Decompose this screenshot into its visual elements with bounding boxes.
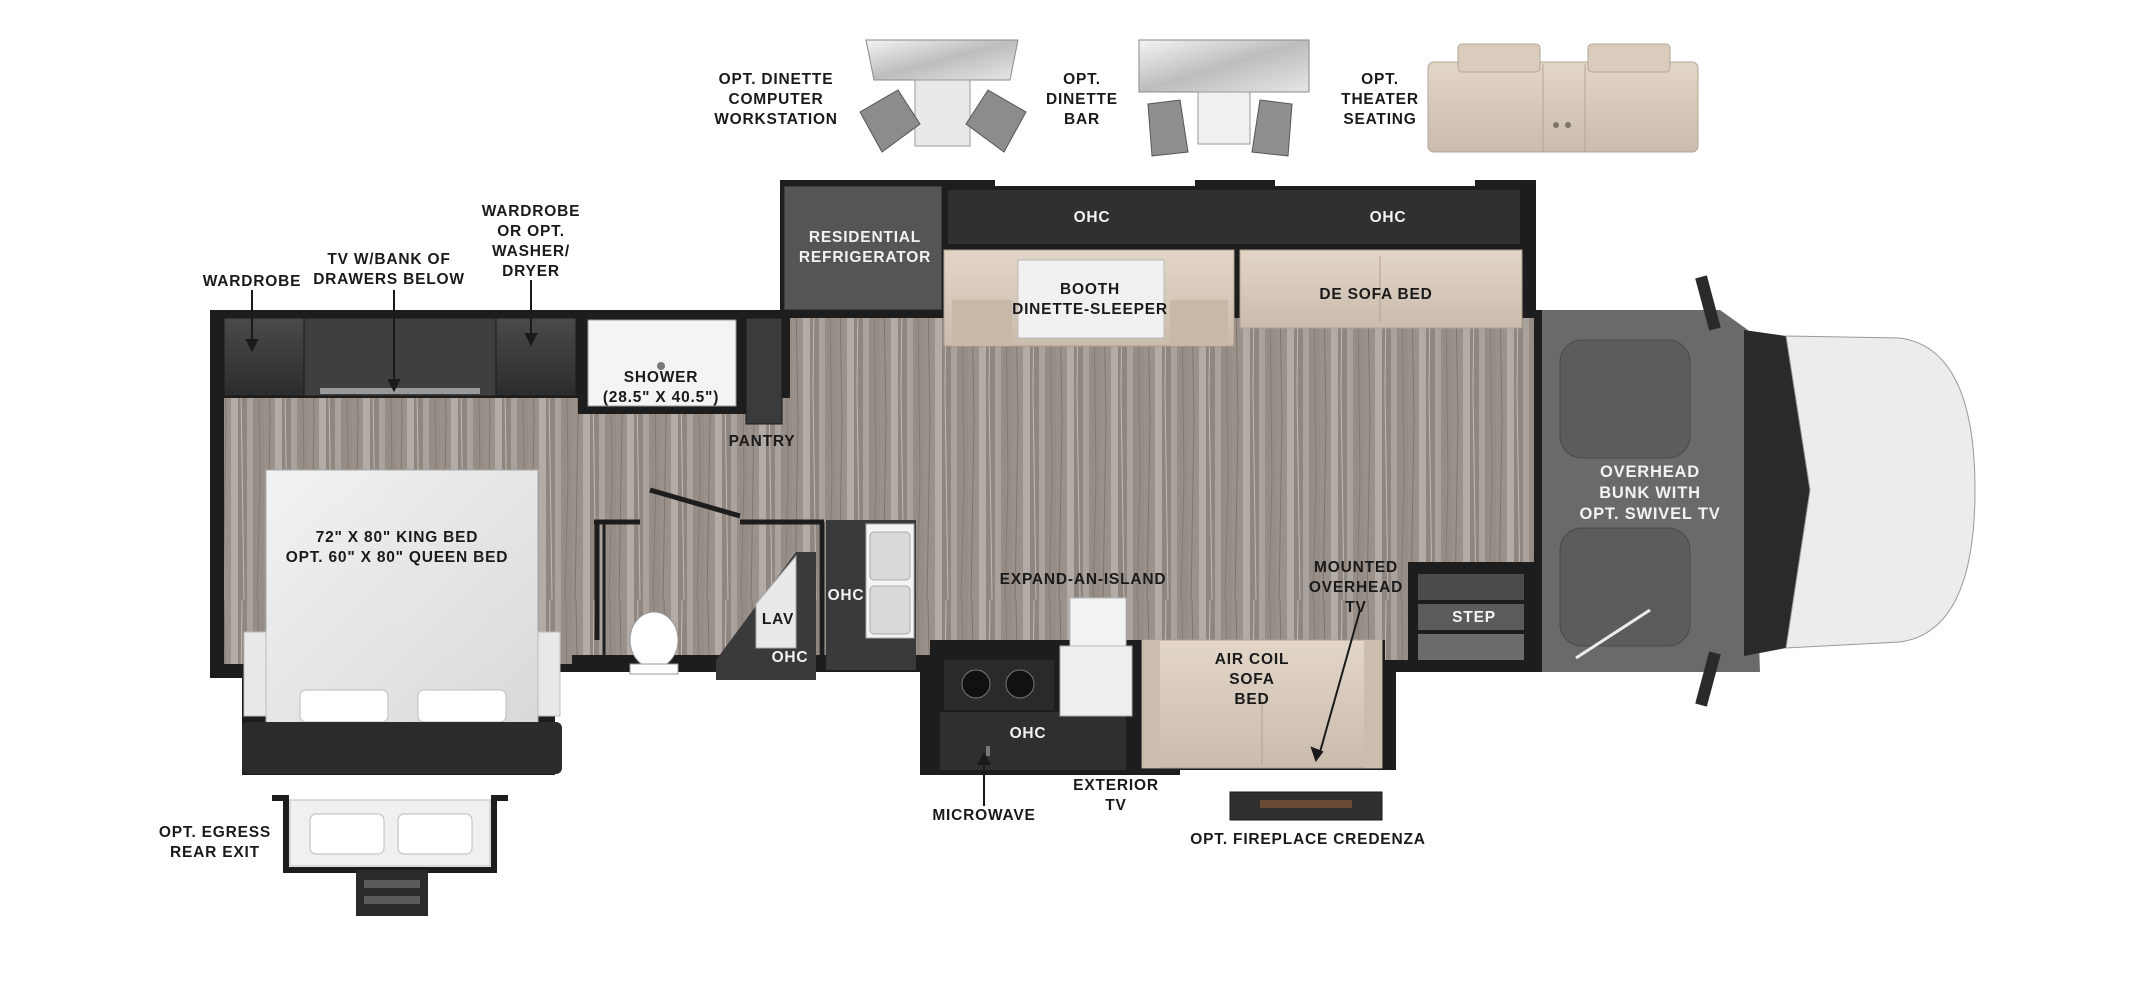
label-line: SHOWER bbox=[623, 369, 699, 386]
residential-refrigerator bbox=[783, 185, 943, 311]
label-line: STEP bbox=[1452, 609, 1496, 626]
king-bed bbox=[242, 469, 562, 774]
label-line: DINETTE bbox=[1046, 91, 1118, 108]
label-line: WASHER/ bbox=[492, 243, 570, 260]
shower bbox=[578, 312, 746, 414]
lav-vanity bbox=[716, 552, 816, 680]
label-line: OVERHEAD bbox=[1600, 463, 1700, 481]
label-line: BUNK WITH bbox=[1599, 484, 1701, 502]
label-line: OPT. SWIVEL TV bbox=[1579, 505, 1721, 523]
exterior-tv-label: EXTERIOR TV bbox=[1073, 776, 1159, 816]
opt-dinette-bar-label: OPT. DINETTE BAR bbox=[1046, 70, 1118, 130]
label-line: DINETTE-SLEEPER bbox=[1012, 301, 1168, 318]
de-sofa-bed-label: DE SOFA BED bbox=[1319, 285, 1432, 305]
pantry bbox=[745, 317, 783, 425]
label-line: OPT. bbox=[1063, 71, 1101, 88]
air-coil-sofa-bed-label: AIR COIL SOFA BED bbox=[1215, 650, 1289, 710]
mounted-overhead-tv-label: MOUNTED OVERHEAD TV bbox=[1309, 558, 1403, 618]
de-sofa-bed bbox=[1239, 249, 1523, 329]
opt-theater-seating-label: OPT. THEATER SEATING bbox=[1341, 70, 1419, 130]
label-line: PANTRY bbox=[728, 433, 796, 450]
galley-sink bbox=[826, 520, 916, 670]
label-line: REAR EXIT bbox=[170, 844, 260, 861]
label-line: OPT. bbox=[1361, 71, 1399, 88]
label-line: EXPAND-AN-ISLAND bbox=[999, 571, 1167, 588]
label-line: THEATER bbox=[1341, 91, 1419, 108]
label-line: SEATING bbox=[1343, 111, 1417, 128]
label-line: WARDROBE bbox=[202, 273, 302, 290]
label-line: MICROWAVE bbox=[932, 807, 1036, 824]
label-line: WARDROBE bbox=[481, 203, 581, 220]
opt-egress-rear-exit-label: OPT. EGRESS REAR EXIT bbox=[159, 823, 271, 863]
label-line: DRYER bbox=[502, 263, 560, 280]
ohc-galley-label: OHC bbox=[828, 586, 865, 606]
bath-walls bbox=[594, 487, 825, 660]
ohc-top bbox=[948, 190, 1520, 244]
label-line: COMPUTER bbox=[728, 91, 824, 108]
wardrobe-washer-label: WARDROBE OR OPT. WASHER/ DRYER bbox=[482, 202, 581, 282]
label-line: BAR bbox=[1064, 111, 1100, 128]
microwave-label: MICROWAVE bbox=[932, 806, 1035, 826]
label-line: MOUNTED bbox=[1314, 559, 1398, 576]
air-coil-sofa-bed bbox=[1141, 639, 1406, 776]
opt-dinette-workstation-label: OPT. DINETTE COMPUTER WORKSTATION bbox=[714, 70, 838, 130]
label-line: TV bbox=[1345, 599, 1367, 616]
wardrobe-label: WARDROBE bbox=[203, 272, 302, 292]
label-line: OVERHEAD bbox=[1308, 579, 1404, 596]
label-line: AIR COIL bbox=[1214, 651, 1290, 668]
label-line: OPT. FIREPLACE CREDENZA bbox=[1190, 831, 1426, 848]
toilet bbox=[629, 611, 679, 675]
step-label: STEP bbox=[1452, 608, 1496, 628]
label-line: BED bbox=[1234, 691, 1270, 708]
label-line: RESIDENTIAL bbox=[808, 229, 922, 246]
label-line: REFRIGERATOR bbox=[798, 249, 932, 266]
label-line: OPT. DINETTE bbox=[718, 71, 834, 88]
label-line: OHC bbox=[1009, 725, 1047, 742]
residential-refrigerator-label: RESIDENTIAL REFRIGERATOR bbox=[799, 228, 931, 268]
overhead-bunk-label: OVERHEAD BUNK WITH OPT. SWIVEL TV bbox=[1579, 462, 1720, 525]
label-line: SOFA bbox=[1229, 671, 1275, 688]
ohc-top-label-2: OHC bbox=[1370, 208, 1407, 228]
label-line: DRAWERS BELOW bbox=[313, 271, 465, 288]
label-line: OPT. 60" X 80" QUEEN BED bbox=[285, 549, 509, 566]
label-line: OHC bbox=[1073, 209, 1111, 226]
pointer-arrows bbox=[245, 280, 1361, 806]
ohc-kitchen-label: OHC bbox=[1010, 724, 1047, 744]
king-bed-label: 72" X 80" KING BED OPT. 60" X 80" QUEEN … bbox=[286, 528, 509, 568]
opt-theater-seating-illustration bbox=[1427, 43, 1699, 153]
ohc-top-label-1: OHC bbox=[1074, 208, 1111, 228]
label-line: OHC bbox=[1369, 209, 1407, 226]
label-line: 72" X 80" KING BED bbox=[315, 529, 479, 546]
label-line: TV bbox=[1105, 797, 1127, 814]
opt-fireplace-credenza-label: OPT. FIREPLACE CREDENZA bbox=[1190, 830, 1425, 850]
label-line: EXTERIOR bbox=[1073, 777, 1159, 794]
label-line: DE SOFA BED bbox=[1319, 286, 1433, 303]
label-line: WORKSTATION bbox=[714, 111, 838, 128]
label-line: OR OPT. bbox=[497, 223, 565, 240]
label-line: OHC bbox=[771, 649, 809, 666]
opt-dinette-bar-illustration bbox=[1138, 39, 1310, 157]
rear-cabinets bbox=[223, 317, 577, 397]
opt-dinette-workstation-illustration bbox=[859, 39, 1027, 153]
pantry-label: PANTRY bbox=[729, 432, 796, 452]
booth-dinette bbox=[943, 249, 1235, 347]
kitchen-slide bbox=[928, 597, 1134, 775]
shower-label: SHOWER (28.5" X 40.5") bbox=[603, 368, 719, 408]
cab bbox=[1542, 275, 1976, 707]
ohc-bath-label: OHC bbox=[772, 648, 809, 668]
label-line: OPT. EGRESS bbox=[158, 824, 272, 841]
booth-dinette-label: BOOTH DINETTE-SLEEPER bbox=[1012, 280, 1168, 320]
label-line: BOOTH bbox=[1060, 281, 1120, 298]
label-line: LAV bbox=[761, 611, 795, 628]
label-line: TV W/BANK OF bbox=[327, 251, 451, 268]
tv-bank-label: TV W/BANK OF DRAWERS BELOW bbox=[313, 250, 465, 290]
opt-egress-rear-exit bbox=[272, 795, 508, 916]
entry-step bbox=[1408, 562, 1534, 670]
label-line: OHC bbox=[827, 587, 865, 604]
label-line: (28.5" X 40.5") bbox=[602, 389, 720, 406]
lav-label: LAV bbox=[762, 610, 794, 630]
expand-an-island-label: EXPAND-AN-ISLAND bbox=[1000, 570, 1167, 590]
